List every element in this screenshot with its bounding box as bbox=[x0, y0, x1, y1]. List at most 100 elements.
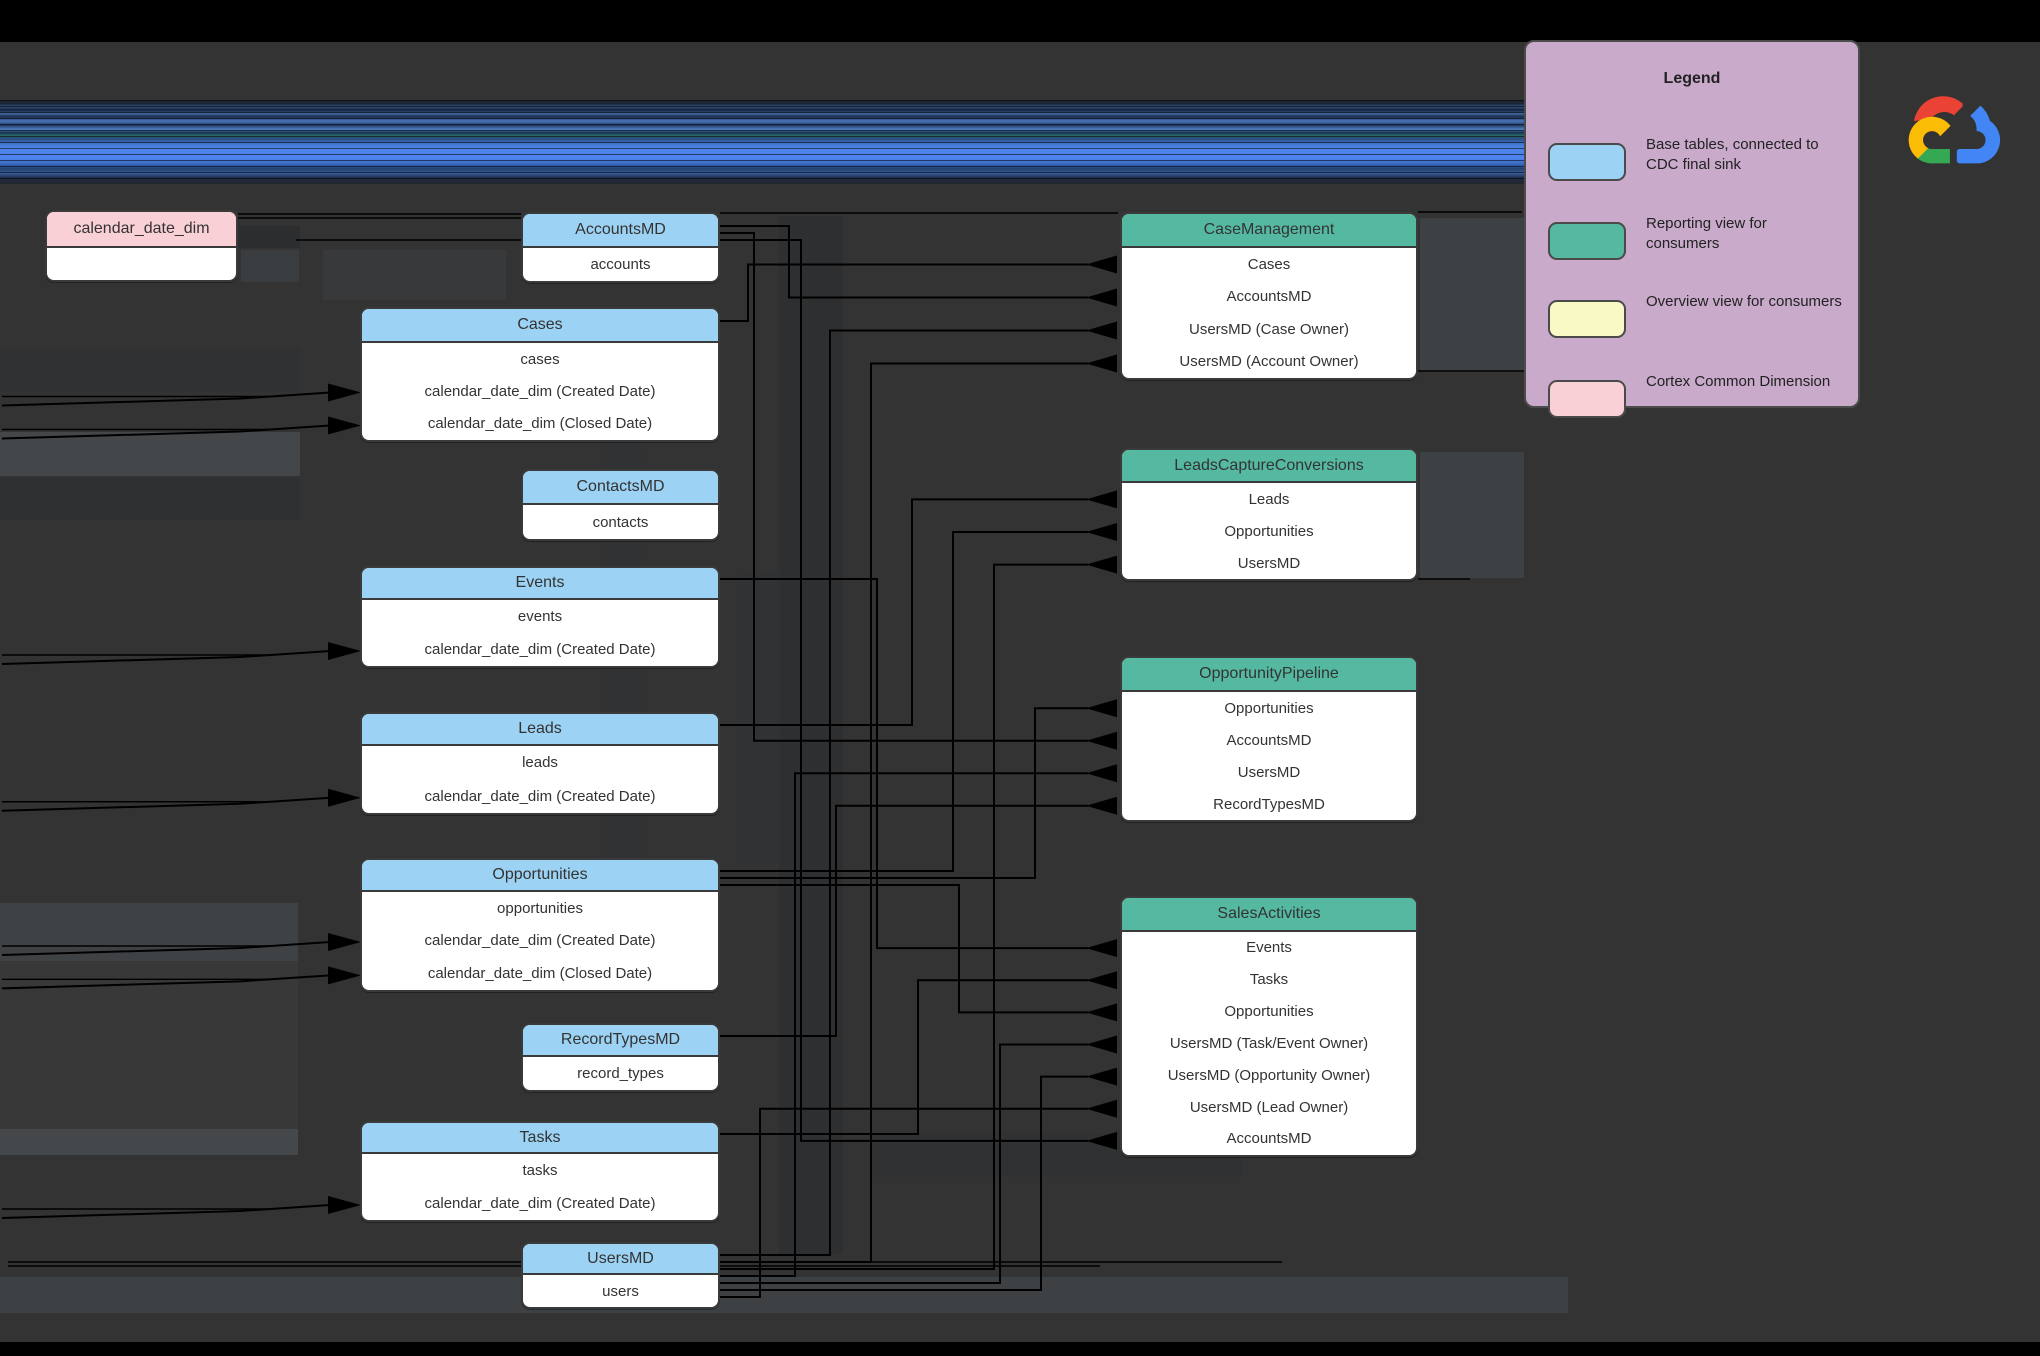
arrowhead bbox=[1086, 699, 1117, 718]
arrowhead bbox=[1086, 1131, 1117, 1150]
table-header: UsersMD bbox=[523, 1244, 718, 1275]
table-row: UsersMD (Task/Event Owner) bbox=[1169, 1034, 1369, 1052]
table-row: AccountsMD bbox=[1226, 1130, 1312, 1148]
table-row: AccountsMD bbox=[1226, 288, 1312, 306]
arrowhead bbox=[1086, 1035, 1117, 1054]
arrowhead bbox=[328, 642, 361, 660]
connector-line bbox=[720, 979, 1088, 1135]
table-row bbox=[47, 248, 236, 280]
google-cloud-logo-icon bbox=[1908, 96, 2001, 164]
legend-swatch-reporting bbox=[1548, 222, 1626, 260]
connector-line bbox=[720, 772, 1088, 1277]
redacted-title-band bbox=[0, 100, 1524, 184]
table-node-calendar_date_dim: calendar_date_dim bbox=[45, 210, 238, 282]
legend-label: Overview view for consumers bbox=[1646, 293, 1842, 310]
table-header: LeadsCaptureConversions bbox=[1122, 450, 1416, 483]
table-row: UsersMD (Account Owner) bbox=[1179, 353, 1359, 371]
arrowhead bbox=[1086, 354, 1117, 373]
table-row: Tasks bbox=[1249, 971, 1289, 989]
legend-swatch-overview bbox=[1548, 300, 1626, 338]
redaction-streak bbox=[0, 432, 300, 476]
connector-line bbox=[720, 578, 1088, 950]
legend-label: Reporting view for consumers bbox=[1646, 215, 1767, 252]
table-row: AccountsMD bbox=[1226, 731, 1312, 749]
table-row: calendar_date_dim (Created Date) bbox=[424, 1195, 656, 1212]
connector-line bbox=[1, 1204, 331, 1219]
redaction-streak bbox=[323, 250, 506, 300]
redaction-streak bbox=[240, 226, 300, 248]
table-row: Opportunities bbox=[1224, 522, 1314, 540]
table-header: Events bbox=[362, 568, 718, 600]
table-header: AccountsMD bbox=[523, 214, 718, 248]
connector-line bbox=[720, 563, 1088, 1270]
table-node-AccountsMD: AccountsMD accounts bbox=[521, 212, 720, 283]
arrowhead bbox=[328, 966, 361, 985]
redaction-streak bbox=[738, 572, 780, 864]
table-row: tasks bbox=[522, 1162, 558, 1179]
table-row: Opportunities bbox=[1224, 699, 1314, 717]
table-row: UsersMD bbox=[1237, 763, 1301, 781]
table-row: UsersMD (Opportunity Owner) bbox=[1167, 1066, 1371, 1084]
connector-line bbox=[720, 232, 1088, 742]
connector-line bbox=[720, 263, 1088, 322]
table-row: users bbox=[602, 1282, 639, 1300]
connector-line bbox=[1, 974, 331, 990]
connector-line bbox=[720, 362, 1088, 1263]
arrowhead bbox=[1086, 939, 1117, 958]
connector-line bbox=[720, 1107, 1088, 1298]
top-black-bar bbox=[0, 0, 2040, 42]
connector-line bbox=[720, 1043, 1088, 1284]
table-row: contacts bbox=[592, 513, 649, 531]
connector-line bbox=[1, 796, 331, 812]
connector-line bbox=[720, 498, 1088, 726]
connector-line bbox=[1, 941, 331, 956]
table-row: UsersMD bbox=[1237, 554, 1301, 572]
arrowhead bbox=[1086, 1067, 1117, 1086]
arrowhead bbox=[1086, 523, 1117, 541]
table-row: cases bbox=[520, 350, 560, 368]
redaction-streak bbox=[241, 250, 299, 282]
table-node-Cases: Cases cases calendar_date_dim (Created Dat… bbox=[360, 307, 720, 442]
table-header: calendar_date_dim bbox=[47, 212, 236, 248]
legend-title: Legend bbox=[1663, 70, 1721, 87]
connector-line bbox=[1, 424, 331, 440]
redaction-streak bbox=[0, 961, 298, 1129]
connector-line bbox=[720, 531, 1088, 872]
connector-line bbox=[720, 225, 1088, 299]
legend-panel: Legend Base tables, connected to CDC fin… bbox=[1524, 40, 1860, 418]
redaction-streak bbox=[0, 1129, 298, 1155]
table-header: SalesActivities bbox=[1122, 898, 1416, 932]
connector-line bbox=[720, 804, 1088, 1037]
table-row: accounts bbox=[590, 256, 651, 273]
table-row: calendar_date_dim (Created Date) bbox=[424, 641, 656, 658]
table-row: leads bbox=[522, 754, 558, 772]
table-row: UsersMD (Lead Owner) bbox=[1189, 1098, 1349, 1116]
arrowhead bbox=[328, 933, 361, 951]
redaction-streak bbox=[0, 478, 300, 520]
table-row: calendar_date_dim (Created Date) bbox=[424, 382, 656, 400]
connector-line bbox=[1, 391, 331, 407]
arrowhead bbox=[328, 383, 361, 402]
table-header: RecordTypesMD bbox=[523, 1025, 718, 1057]
legend-swatch-base bbox=[1548, 143, 1626, 181]
arrowhead bbox=[1086, 731, 1117, 750]
arrowhead bbox=[1086, 555, 1117, 574]
table-header: Cases bbox=[362, 309, 718, 343]
arrowhead bbox=[328, 1196, 361, 1214]
connector-line bbox=[720, 884, 1088, 1014]
table-row: Cases bbox=[1247, 255, 1291, 273]
arrowhead bbox=[1086, 288, 1117, 307]
connector-line bbox=[720, 329, 1088, 1256]
table-header: Opportunities bbox=[362, 860, 718, 892]
arrowhead bbox=[1086, 255, 1117, 274]
arrowhead bbox=[1086, 321, 1117, 340]
arrowhead bbox=[1086, 1003, 1117, 1022]
